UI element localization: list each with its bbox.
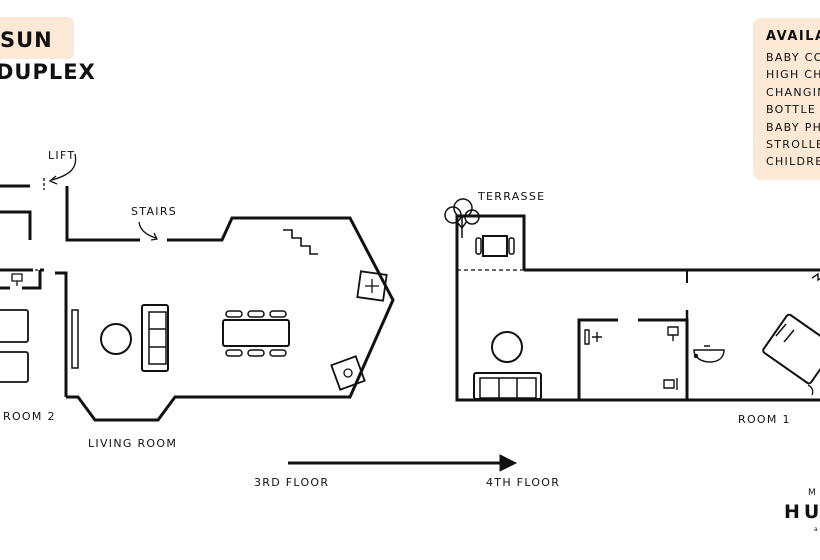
- availability-item: BOTTLE: [766, 103, 817, 117]
- corner-table: [330, 355, 366, 391]
- availability-item: HIGH CH: [766, 68, 820, 82]
- label-terrasse: TERRASSE: [478, 190, 546, 203]
- label-lift: LIFT: [48, 149, 76, 162]
- logo-text-tiny: a: [814, 526, 818, 533]
- floor-arrow: [288, 454, 518, 472]
- sink-icon: [11, 273, 23, 286]
- availability-title: AVAILA: [766, 29, 820, 44]
- availability-panel: AVAILA BABY CO HIGH CH CHANGIN BOTTLE BA…: [753, 18, 820, 180]
- sofa: [141, 304, 169, 372]
- fourth-floor-plan: [444, 198, 820, 402]
- title-line-2: DUPLEX: [0, 60, 96, 84]
- double-bed: [762, 313, 820, 385]
- terrace-table: [482, 235, 508, 257]
- title-badge: [0, 17, 74, 59]
- label-fourth-floor: 4TH FLOOR: [486, 476, 561, 489]
- dining-table: [222, 319, 290, 347]
- logo-text: HU: [784, 501, 820, 523]
- bed: [0, 351, 29, 383]
- tree-icon: [444, 198, 480, 238]
- coffee-table: [491, 331, 523, 363]
- coffee-table: [100, 323, 132, 355]
- availability-item: STROLLE: [766, 138, 820, 152]
- availability-item: BABY CO: [766, 51, 820, 64]
- dining-chairs: [225, 310, 287, 357]
- availability-list: BABY CO HIGH CH CHANGIN BOTTLE BABY PH S…: [766, 49, 820, 171]
- availability-item: BABY PH: [766, 120, 820, 134]
- stairs-symbol: [283, 229, 318, 255]
- label-room-2: ROOM 2: [3, 410, 56, 423]
- availability-item: CHANGIN: [766, 85, 820, 99]
- label-third-floor: 3RD FLOOR: [254, 476, 330, 489]
- corner-table: [356, 270, 388, 302]
- label-stairs: STAIRS: [131, 205, 178, 218]
- label-room-1: ROOM 1: [738, 413, 791, 426]
- bathroom-fixtures: [584, 326, 725, 390]
- third-floor-plan: [0, 153, 395, 422]
- tv-unit: [71, 309, 79, 369]
- logo-text-small: M: [808, 488, 818, 498]
- title-line-1: SUN: [0, 28, 53, 52]
- label-living-room: LIVING ROOM: [88, 437, 178, 450]
- availability-item: CHILDRE: [766, 155, 820, 169]
- bed: [0, 309, 29, 343]
- sofa: [473, 372, 542, 400]
